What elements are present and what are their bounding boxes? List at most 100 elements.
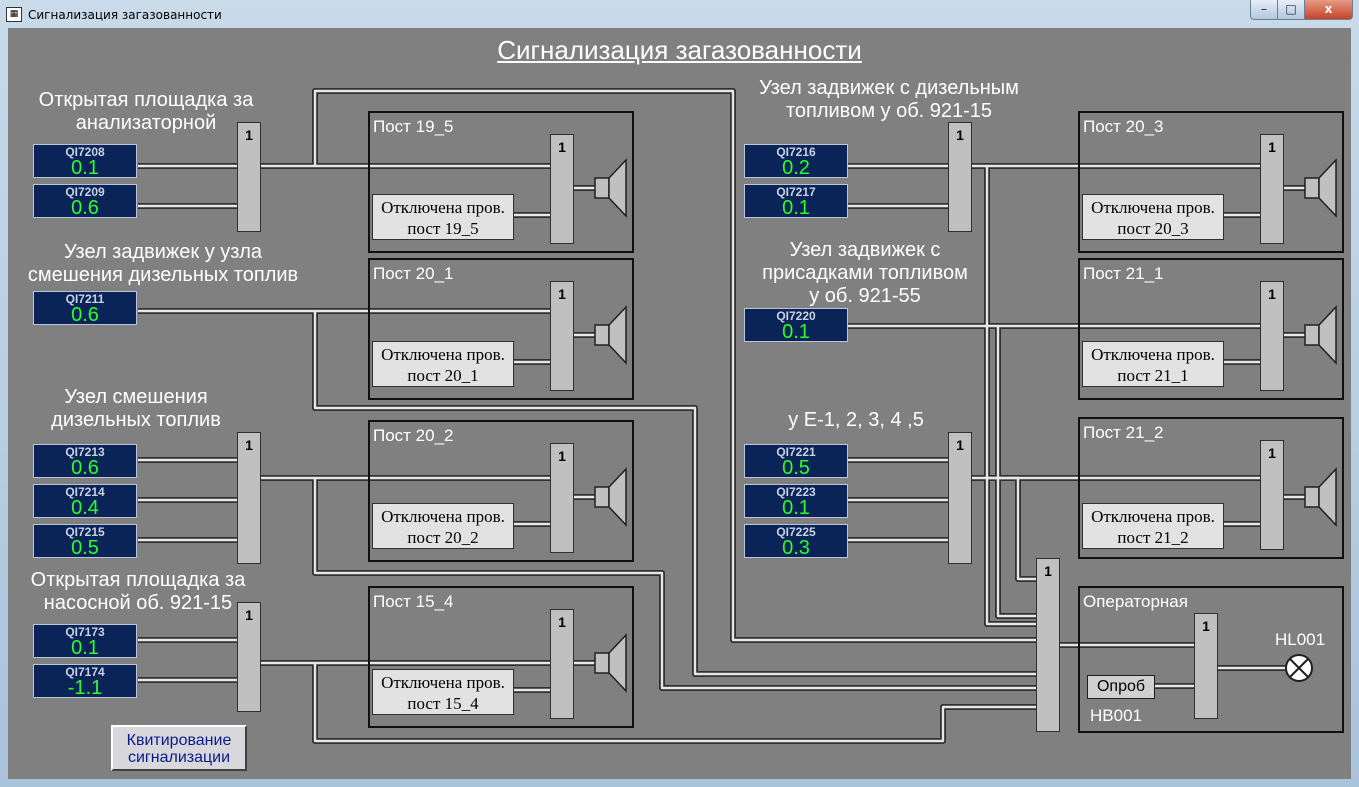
or-block: 1 — [237, 432, 261, 564]
group-label: Узел задвижек с дизельным топливом у об.… — [759, 77, 1019, 122]
speaker-icon — [594, 305, 627, 365]
hl-label: HL001 — [1275, 630, 1326, 649]
post-panel: Пост 20_3 — [1078, 111, 1344, 253]
minimize-button[interactable]: – — [1250, 0, 1278, 20]
sensor-name: QI7216 — [776, 145, 816, 159]
sensor-name: QI7223 — [776, 485, 816, 499]
sensor-name: QI7225 — [776, 525, 816, 539]
sensor-name: QI7215 — [65, 525, 105, 539]
disabled-line-indicator[interactable]: Отключена пров. пост 21_2 — [1082, 503, 1224, 549]
operator-title: Операторная — [1083, 592, 1188, 611]
post-panel: Пост 21_1 — [1078, 258, 1344, 400]
or-block: 1 — [550, 134, 574, 244]
or-block: 1 — [948, 432, 972, 564]
sensor-value: 0.1 — [782, 497, 810, 519]
sensor-tag[interactable]: QI7174-1.1 — [33, 664, 137, 699]
close-button[interactable]: x — [1304, 0, 1353, 20]
post-panel: Пост 20_2 — [368, 420, 634, 562]
or-block: 1 — [237, 602, 261, 712]
sensor-value: 0.1 — [782, 197, 810, 219]
app-icon[interactable]: ▦ — [6, 7, 22, 22]
sensor-name: QI7173 — [65, 625, 105, 639]
speaker-icon — [594, 467, 627, 527]
sensor-value: 0.1 — [71, 637, 99, 659]
or-block: 1 — [237, 122, 261, 232]
sensor-value: 0.6 — [71, 197, 99, 219]
sensor-value: 0.4 — [71, 497, 99, 519]
title-bar[interactable]: ▦ Сигнализация загазованности – □ x — [0, 0, 1359, 28]
post-title: Пост 20_1 — [373, 264, 454, 283]
disabled-line-indicator[interactable]: Отключена пров. пост 21_1 — [1082, 341, 1224, 387]
or-block: 1 — [1260, 134, 1284, 244]
sensor-name: QI7214 — [65, 485, 105, 499]
sensor-name: QI7174 — [65, 665, 105, 679]
sensor-value: 0.5 — [71, 537, 99, 559]
or-block: 1 — [1260, 440, 1284, 550]
or-block: 1 — [550, 443, 574, 553]
post-panel: Пост 19_5 — [368, 111, 634, 253]
sensor-value: 0.1 — [71, 157, 99, 179]
test-button[interactable]: Опроб — [1087, 675, 1155, 699]
sensor-value: 0.6 — [71, 304, 99, 326]
main-or-block: 1 — [1036, 558, 1060, 732]
speaker-icon — [1304, 305, 1337, 365]
post-panel: Пост 20_1 — [368, 258, 634, 400]
sensor-value: 0.6 — [71, 457, 99, 479]
disabled-line-indicator[interactable]: Отключена пров. пост 15_4 — [372, 669, 514, 715]
post-title: Пост 20_2 — [373, 426, 454, 445]
post-title: Пост 15_4 — [373, 592, 454, 611]
or-block: 1 — [1260, 281, 1284, 391]
post-title: Пост 19_5 — [373, 117, 454, 136]
or-block: 1 — [1194, 613, 1218, 719]
or-block: 1 — [948, 122, 972, 232]
post-title: Пост 20_3 — [1083, 117, 1164, 136]
disabled-line-indicator[interactable]: Отключена пров. пост 20_1 — [372, 341, 514, 387]
maximize-button[interactable]: □ — [1277, 0, 1305, 20]
post-panel: Пост 21_2 — [1078, 417, 1344, 559]
speaker-icon — [594, 158, 627, 218]
sensor-value: 0.3 — [782, 537, 810, 559]
mimic-panel: Сигнализация загазованности Открытая пло… — [8, 28, 1351, 779]
group-label: Узел смешения дизельных топлив — [51, 386, 221, 431]
operator-panel: Операторная — [1078, 586, 1344, 733]
sensor-name: QI7221 — [776, 445, 816, 459]
sensor-name: QI7211 — [65, 292, 105, 306]
disabled-line-indicator[interactable]: Отключена пров. пост 20_3 — [1082, 194, 1224, 240]
acknowledge-alarm-button[interactable]: Квитирование сигнализации — [111, 725, 247, 771]
disabled-line-indicator[interactable]: Отключена пров. пост 20_2 — [372, 503, 514, 549]
post-title: Пост 21_1 — [1083, 264, 1164, 283]
speaker-icon — [1304, 158, 1337, 218]
disabled-line-indicator[interactable]: Отключена пров. пост 19_5 — [372, 194, 514, 240]
window-title: Сигнализация загазованности — [28, 8, 222, 22]
hb-label: HB001 — [1090, 706, 1142, 725]
wiring-diagram — [138, 88, 1306, 744]
group-label: Открытая площадка за насосной об. 921-15 — [30, 569, 246, 614]
sensor-name: QI7213 — [65, 445, 105, 459]
group-label: Узел задвижек с присадками топливом у об… — [762, 239, 968, 307]
page-title: Сигнализация загазованности — [497, 35, 862, 65]
sensor-name: QI7220 — [776, 309, 816, 323]
sensor-value: 0.5 — [782, 457, 810, 479]
sensor-value: -1.1 — [67, 677, 103, 699]
sensor-value: 0.1 — [782, 321, 810, 343]
group-label: Открытая площадка за анализаторной — [38, 89, 254, 134]
sensor-value: 0.2 — [782, 157, 810, 179]
or-block: 1 — [550, 281, 574, 391]
lamp-icon — [1285, 654, 1313, 682]
sensor-name: QI7209 — [65, 185, 105, 199]
post-title: Пост 21_2 — [1083, 423, 1164, 442]
